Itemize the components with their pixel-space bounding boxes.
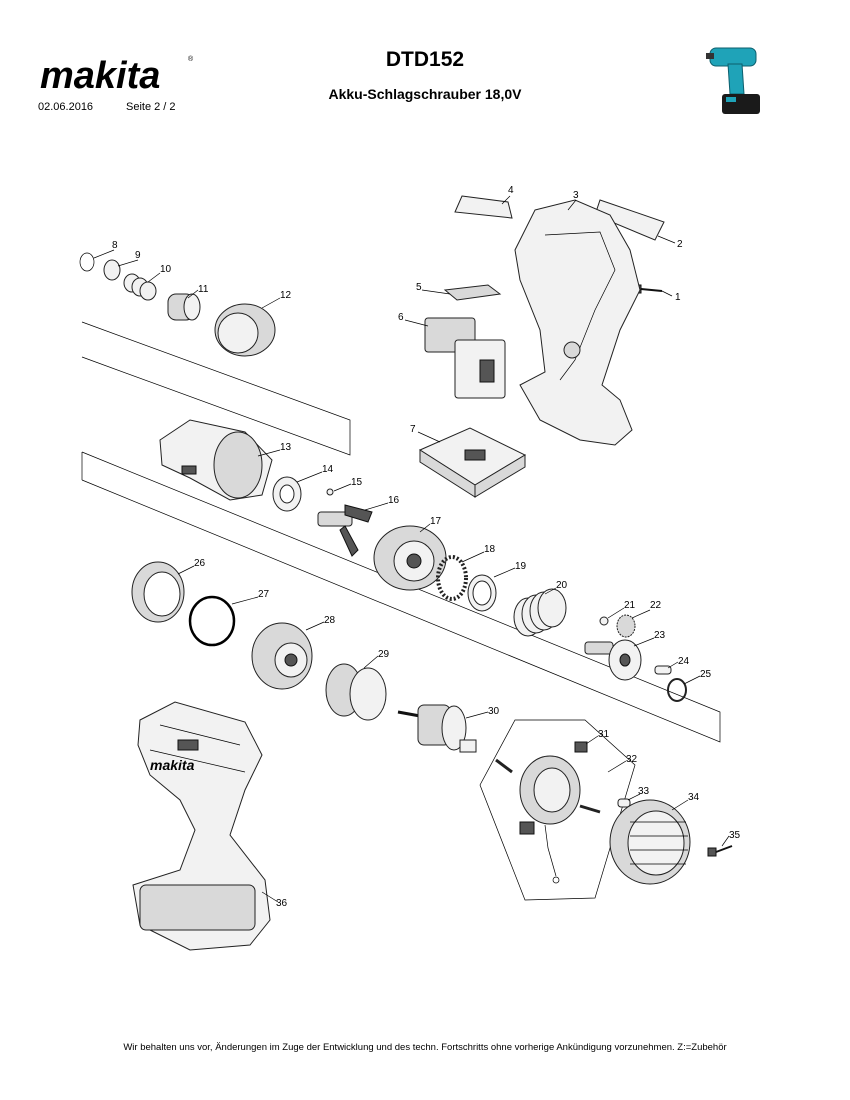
part-13-hammer-case (159, 419, 273, 501)
group-outline-switch (479, 719, 636, 901)
part-label: 33 (638, 786, 650, 797)
part-label: 20 (556, 580, 568, 591)
part-label: 2 (677, 239, 683, 250)
part-36-housing-set: makita (132, 701, 271, 951)
product-subtitle: Akku-Schlagschrauber 18,0V (328, 86, 522, 102)
part-10-spring (123, 273, 157, 301)
part-27-o-ring (188, 595, 236, 647)
part-14-washer (272, 476, 302, 512)
part-6-switch (424, 317, 506, 399)
part-7-controller (418, 427, 527, 498)
part-label: 32 (626, 754, 638, 765)
part-22-gear (616, 614, 636, 638)
part-3-housing (514, 199, 641, 446)
part-label: 13 (280, 442, 292, 453)
disclaimer-footer: Wir behalten uns vor, Änderungen im Zuge… (123, 1042, 727, 1053)
part-label: 8 (112, 240, 118, 251)
part-26-gear-housing (131, 561, 185, 623)
part-label: 30 (488, 706, 500, 717)
makita-logo: makita ® (38, 52, 198, 98)
part-label: 11 (198, 284, 209, 295)
part-label: 3 (573, 190, 579, 201)
part-label: 31 (598, 729, 610, 740)
part-33-pin (617, 798, 631, 808)
svg-text:®: ® (188, 55, 194, 63)
part-label: 12 (280, 290, 292, 301)
part-30-rotor (397, 704, 477, 753)
part-label: 9 (135, 250, 141, 261)
part-23-spindle (584, 639, 642, 681)
part-label: 18 (484, 544, 496, 555)
part-label: 15 (351, 477, 363, 488)
part-11-sleeve (167, 293, 201, 321)
product-image (706, 47, 760, 114)
part-35-screw (707, 845, 733, 857)
part-5-button (443, 284, 502, 301)
part-label: 35 (729, 830, 741, 841)
page-number: Seite 2 / 2 (126, 101, 176, 113)
part-label: 1 (675, 292, 681, 303)
part-label: 6 (398, 312, 404, 323)
model-title: DTD152 (385, 48, 465, 71)
part-label: 23 (654, 630, 666, 641)
part-label: 34 (688, 792, 700, 803)
part-label: 36 (276, 898, 288, 909)
part-label: 28 (324, 615, 336, 626)
leader-lines (93, 195, 730, 903)
part-label: 27 (258, 589, 270, 600)
part-label: 25 (700, 669, 712, 680)
part-label: 21 (624, 600, 636, 611)
part-34-rear-cover (609, 799, 691, 885)
part-label: 16 (388, 495, 400, 506)
part-4-label (454, 195, 513, 219)
part-31-sensor (574, 741, 588, 753)
part-label: 10 (160, 264, 172, 275)
part-21-ball (599, 616, 609, 626)
part-label: 7 (410, 424, 416, 435)
part-label: 5 (416, 282, 422, 293)
housing-brand-text: makita (150, 757, 195, 773)
part-17-hammer (373, 525, 447, 591)
group-outline-front (81, 321, 351, 456)
part-8-ring (79, 252, 95, 272)
part-29-baffle-plate (325, 663, 387, 721)
part-32-stator (495, 755, 601, 884)
part-label: 14 (322, 464, 334, 475)
part-19-washer (467, 574, 497, 612)
part-16-anvil (317, 504, 373, 557)
part-label: 24 (678, 656, 690, 667)
part-15-ball (326, 488, 334, 496)
part-number-labels: 1 2 3 4 5 6 7 8 9 10 11 12 13 14 15 16 1… (112, 185, 741, 909)
part-20-spring (513, 588, 567, 637)
part-25-ring (667, 678, 687, 702)
part-label: 26 (194, 558, 206, 569)
brand-text: makita (40, 55, 160, 97)
part-label: 19 (515, 561, 527, 572)
part-9-washer (103, 259, 121, 281)
part-18-steel-balls (436, 555, 468, 601)
part-label: 22 (650, 600, 662, 611)
print-date: 02.06.2016 (38, 101, 94, 113)
part-24-pin (654, 665, 672, 675)
part-12-bumper (214, 303, 276, 357)
part-28-inner-cover (251, 622, 313, 690)
part-label: 4 (508, 185, 514, 196)
part-label: 29 (378, 649, 390, 660)
part-label: 17 (430, 516, 442, 527)
